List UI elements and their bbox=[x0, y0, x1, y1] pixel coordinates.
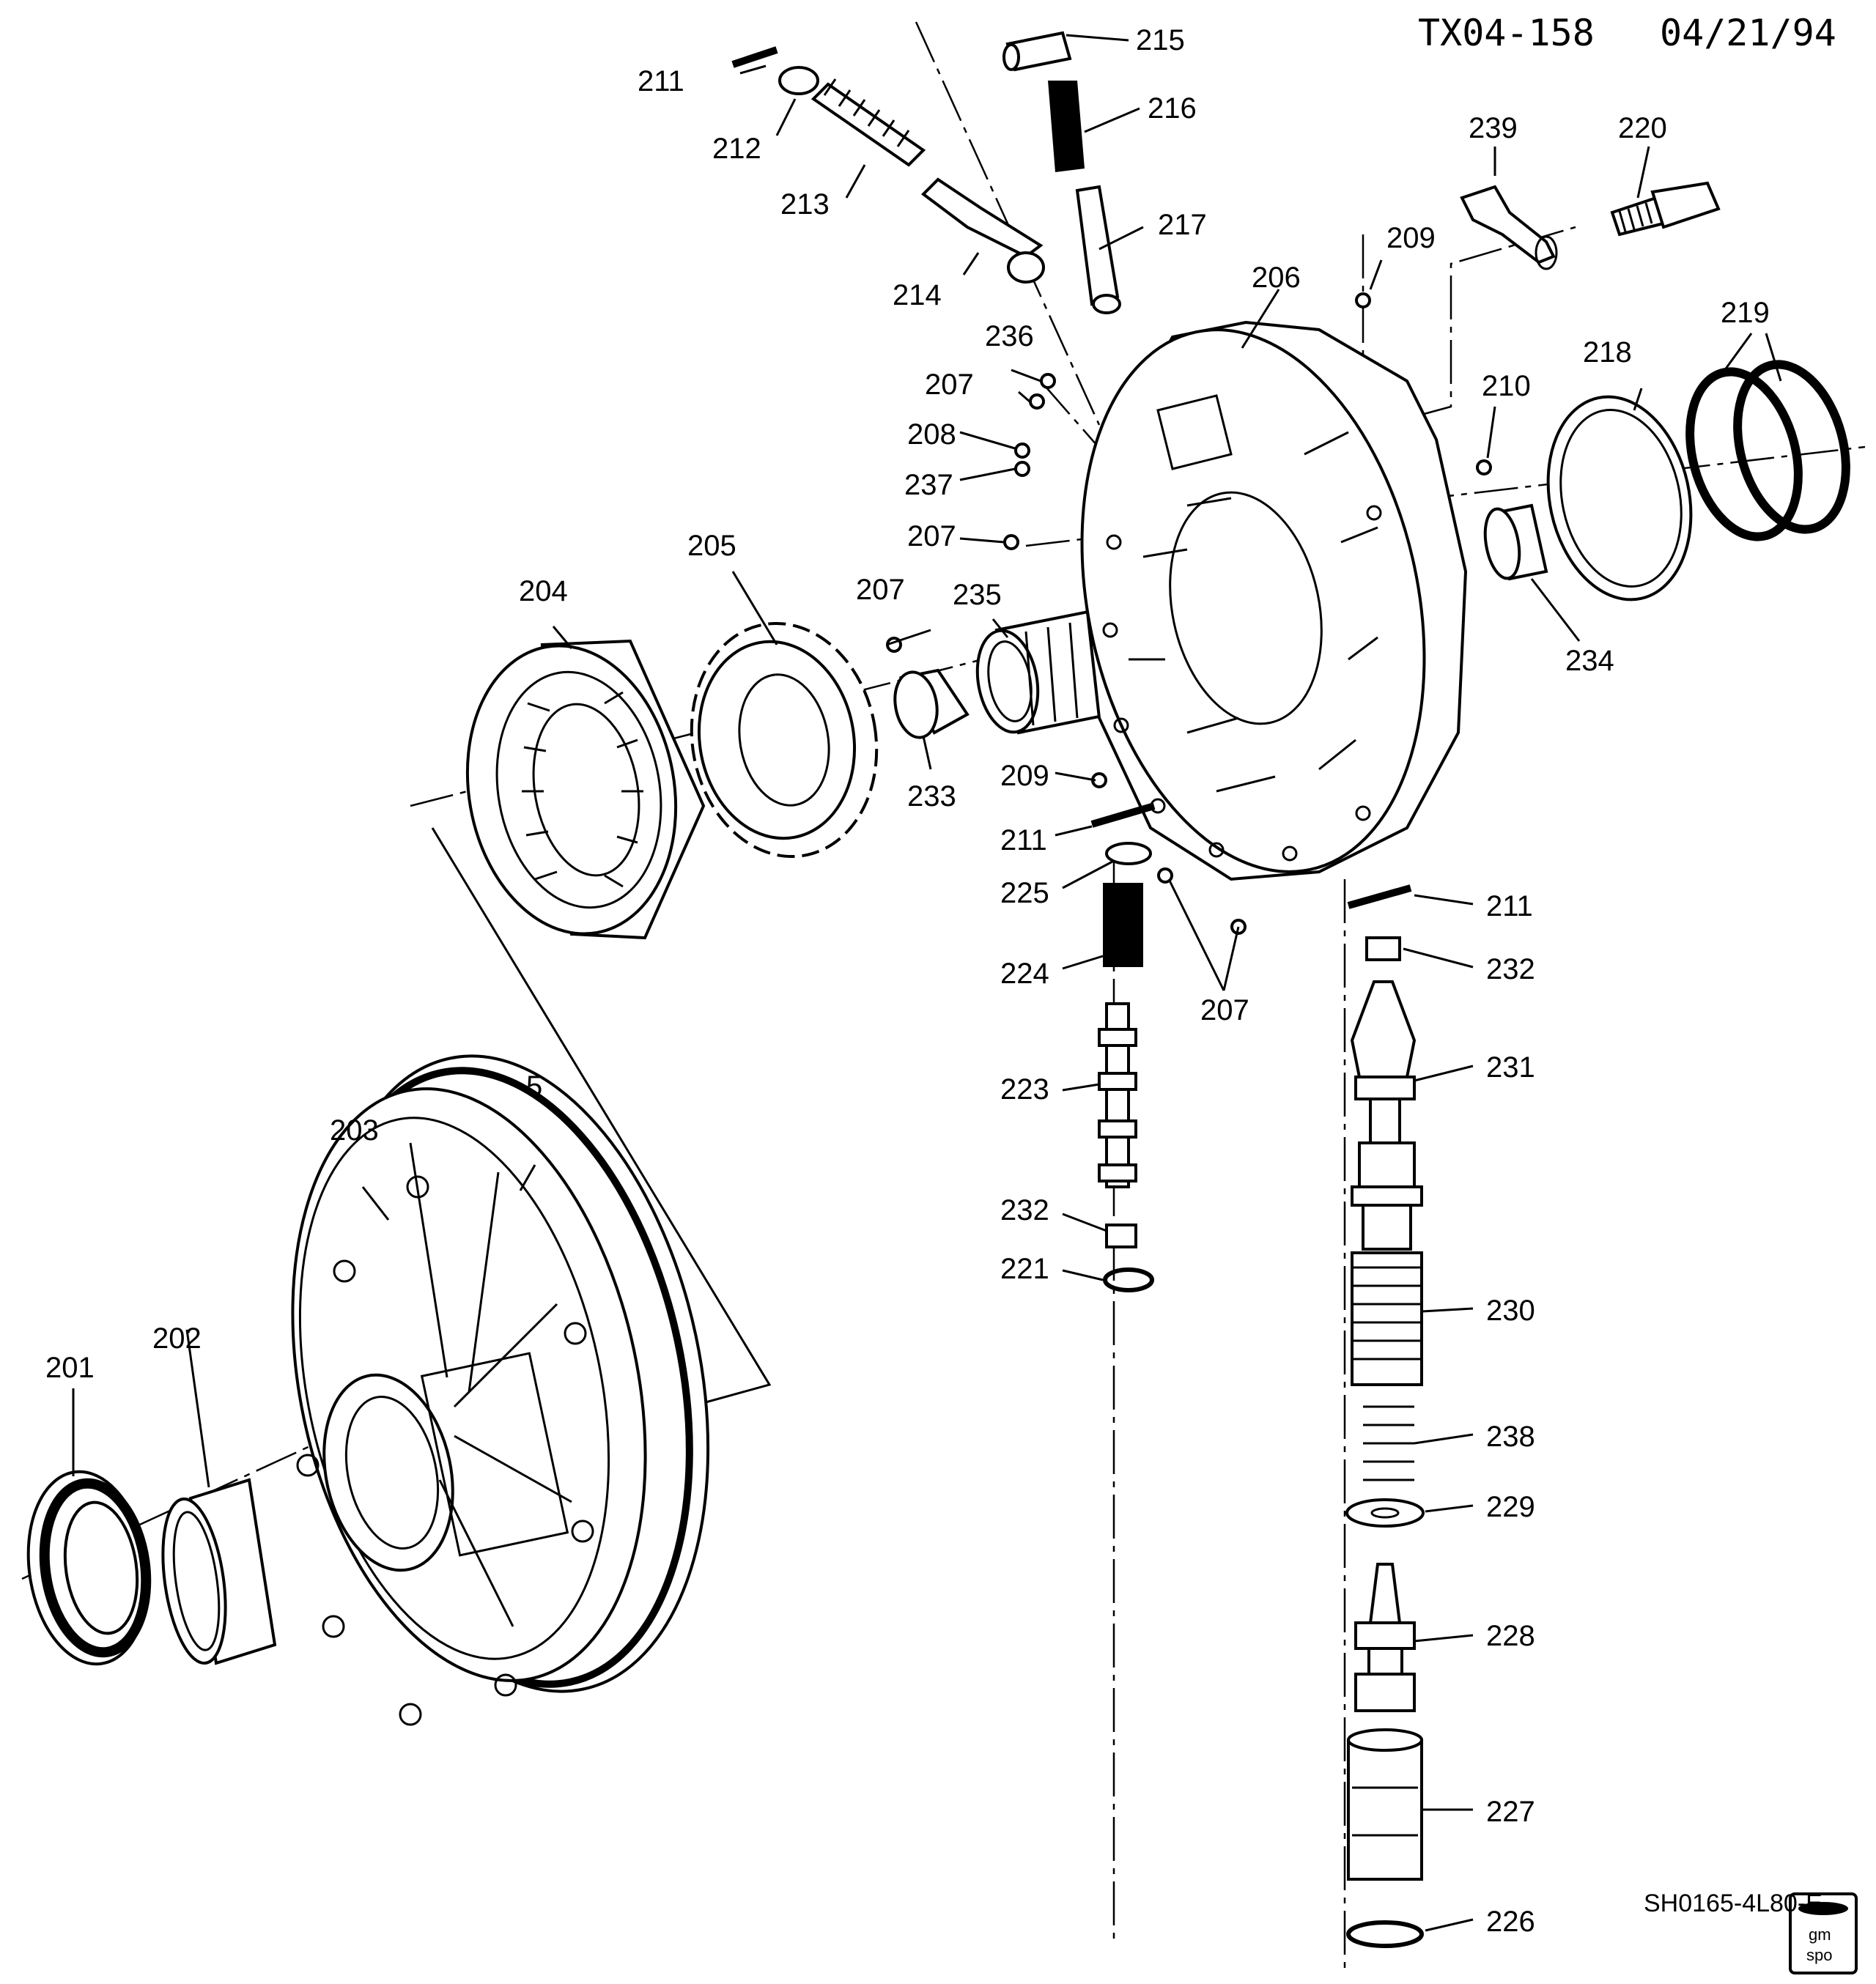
drawing-id: TX04-158 bbox=[1418, 12, 1595, 54]
callout-211: 211 bbox=[1486, 890, 1533, 922]
callout-226: 226 bbox=[1486, 1906, 1535, 1938]
callout-221: 221 bbox=[1000, 1253, 1049, 1285]
callout-220: 220 bbox=[1618, 112, 1667, 144]
gm-spo-logo: gm spo bbox=[1789, 1892, 1858, 1974]
callout-209: 209 bbox=[1386, 222, 1436, 254]
callout-236: 236 bbox=[985, 320, 1034, 352]
callout-labels: 211 212 213 214 215 216 217 206 209 239 … bbox=[45, 24, 1770, 1938]
pump-body-206 bbox=[1080, 320, 1468, 881]
callout-209: 209 bbox=[1000, 760, 1049, 792]
callout-225: 225 bbox=[1000, 877, 1049, 909]
callout-214: 214 bbox=[893, 279, 942, 311]
callout-202: 202 bbox=[152, 1322, 202, 1355]
bushing-202 bbox=[161, 1478, 277, 1665]
callout-223: 223 bbox=[1000, 1073, 1049, 1106]
callout-204: 204 bbox=[519, 575, 568, 607]
callout-203: 203 bbox=[330, 1114, 379, 1147]
callout-217: 217 bbox=[1158, 209, 1207, 241]
valve-train-lower-left bbox=[1090, 802, 1156, 1292]
callout-229: 229 bbox=[1486, 1491, 1535, 1523]
callout-227: 227 bbox=[1486, 1796, 1535, 1828]
callout-238: 238 bbox=[1486, 1421, 1535, 1453]
callout-237: 237 bbox=[904, 469, 953, 501]
callout-215: 215 bbox=[1136, 24, 1185, 56]
logo-spo: spo bbox=[1806, 1946, 1832, 1964]
valve-train-upper-left bbox=[731, 46, 1045, 284]
callout-201: 201 bbox=[45, 1352, 95, 1384]
callout-210: 210 bbox=[1482, 370, 1531, 402]
callout-235: 235 bbox=[953, 579, 1002, 611]
rotor-ring-204 bbox=[465, 639, 706, 940]
pump-cover-203 bbox=[291, 1054, 710, 1726]
small-plugs bbox=[886, 292, 1492, 935]
callout-207: 207 bbox=[925, 369, 974, 401]
thrust-washer-218 bbox=[1546, 395, 1693, 602]
bushing-234 bbox=[1483, 503, 1548, 581]
callout-228: 228 bbox=[1486, 1620, 1535, 1652]
callout-208: 208 bbox=[907, 418, 956, 451]
callout-234: 234 bbox=[1565, 645, 1614, 677]
bushing-233 bbox=[893, 668, 970, 739]
valve-train-lower-right bbox=[1345, 884, 1425, 1948]
valve-train-upper-center bbox=[1002, 31, 1121, 314]
callout-231: 231 bbox=[1486, 1051, 1535, 1084]
callout-211: 211 bbox=[1000, 824, 1047, 856]
callout-207: 207 bbox=[1200, 994, 1249, 1026]
axis-lines bbox=[21, 21, 1866, 1971]
logo-gm: gm bbox=[1809, 1925, 1831, 1944]
drawing-date: 04/21/94 bbox=[1660, 12, 1836, 54]
callout-232: 232 bbox=[1486, 953, 1535, 985]
callout-218: 218 bbox=[1583, 336, 1632, 369]
callout-239: 239 bbox=[1469, 112, 1518, 144]
callout-206: 206 bbox=[1252, 262, 1301, 294]
callout-212: 212 bbox=[712, 133, 761, 165]
seal-201 bbox=[26, 1470, 152, 1666]
callout-207: 207 bbox=[856, 574, 905, 606]
callout-219: 219 bbox=[1721, 297, 1770, 329]
callout-213: 213 bbox=[780, 188, 830, 221]
gear-205 bbox=[690, 621, 879, 859]
callout-232: 232 bbox=[1000, 1194, 1049, 1226]
callout-211: 211 bbox=[638, 65, 684, 97]
callout-230: 230 bbox=[1486, 1295, 1535, 1327]
leader-lines bbox=[72, 34, 1782, 1932]
bolt-220 bbox=[1610, 181, 1721, 237]
callout-224: 224 bbox=[1000, 958, 1049, 990]
callout-205: 205 bbox=[687, 530, 736, 562]
callout-216: 216 bbox=[1148, 92, 1197, 125]
callout-207: 207 bbox=[907, 520, 956, 552]
callout-233: 233 bbox=[907, 780, 956, 813]
bracket-239 bbox=[1460, 185, 1558, 270]
callout-5: 5 bbox=[526, 1070, 542, 1103]
